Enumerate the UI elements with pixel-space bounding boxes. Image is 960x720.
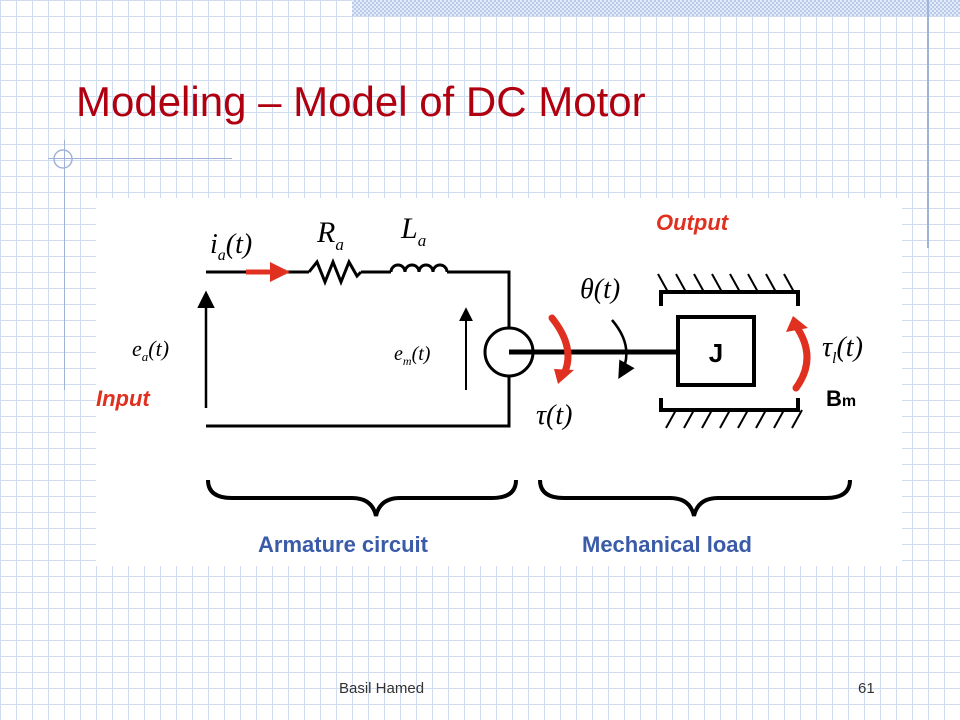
top-decorative-band (352, 0, 960, 16)
angle-label: θ(t) (580, 274, 620, 305)
load-torque-curved-arrow (792, 322, 811, 392)
inertia-block (676, 315, 756, 387)
load-housing-top (659, 290, 800, 306)
motor-torque-curved-arrow (548, 314, 572, 378)
page-number: 61 (858, 680, 875, 697)
horizontal-decor-line (48, 158, 232, 159)
resistor-ra (307, 257, 363, 287)
load-housing-bottom (659, 398, 800, 412)
page-title: Modeling – Model of DC Motor (76, 78, 646, 125)
inductor-la (389, 263, 449, 273)
mechanical-brace (538, 479, 852, 517)
input-label: Input (96, 386, 151, 411)
bottom-wire (206, 376, 511, 428)
dc-motor-diagram: J ia(t) Ra La ea(t) em(t) θ(t) τ(t) τl(t… (96, 198, 902, 566)
top-wire-right (447, 270, 511, 328)
left-vertical-decor-line (64, 140, 65, 390)
load-torque-label: τl(t) (822, 332, 863, 367)
inertia-label: J (709, 338, 723, 368)
armature-brace (206, 479, 518, 517)
back-emf-label: em(t) (394, 343, 431, 368)
footer-author: Basil Hamed (339, 680, 425, 697)
angle-curved-arrow (611, 319, 635, 380)
vertical-decor-line (927, 0, 929, 248)
bottom-ground-hatching (665, 409, 803, 429)
damping-label: Bm (826, 386, 856, 411)
input-voltage-label: ea(t) (132, 336, 169, 364)
current-label: ia(t) (210, 229, 252, 264)
resistor-label: Ra (316, 216, 344, 254)
top-ground-hatching (657, 273, 795, 293)
load-torque-arrowhead (786, 316, 808, 332)
motor-torque-arrowhead (554, 369, 574, 384)
crosshair-circle-decor (53, 149, 73, 169)
inductor-label: La (400, 212, 426, 250)
armature-circuit-label: Armature circuit (258, 532, 429, 557)
torque-label: τ(t) (536, 400, 572, 431)
mechanical-load-label: Mechanical load (582, 532, 752, 557)
output-label: Output (656, 210, 730, 235)
